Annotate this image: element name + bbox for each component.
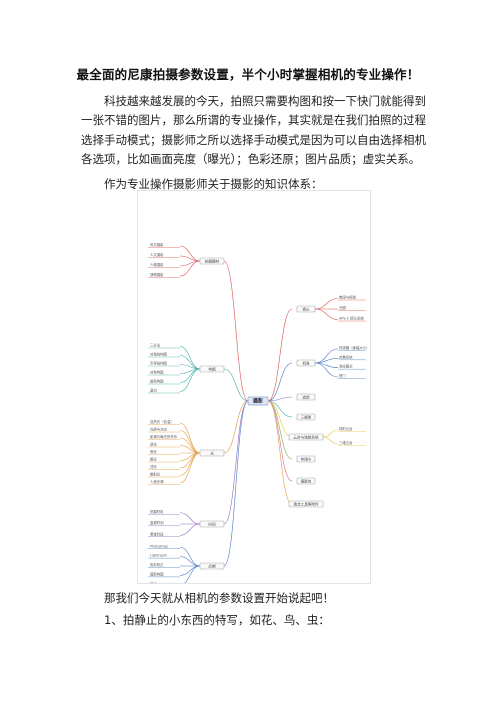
- mindmap-leaf: 影调与曝光的关系: [150, 434, 178, 439]
- mindmap-center: 摄影: [247, 396, 269, 406]
- mindmap-leaf: 输出: [150, 581, 157, 583]
- svg-text:云台与快装系统: 云台与快装系统: [293, 434, 319, 439]
- mindmap-leaf: 引导线构图: [150, 361, 168, 366]
- mindmap-branch: 机身: [296, 359, 316, 367]
- mindmap-leaf: 留白: [150, 388, 157, 393]
- svg-text:滤镜: 滤镜: [302, 394, 310, 399]
- mindmap-leaf: 三维云台: [339, 440, 353, 445]
- svg-text:光: 光: [210, 450, 214, 455]
- mindmap-leaf: 黄金时段: [150, 531, 164, 536]
- svg-text:后期: 后期: [208, 563, 216, 568]
- mindmap-leaf: 散射光: [150, 472, 161, 477]
- mindmap-leaf: 逆光: [150, 442, 157, 447]
- mindmap-leaf: 球形云台: [339, 426, 353, 431]
- svg-text:时间: 时间: [208, 521, 216, 526]
- mindmap-leaf: 侧光: [150, 449, 157, 454]
- svg-text:摄影包: 摄影包: [301, 478, 312, 483]
- mindmap-leaf: 对角线构图: [150, 352, 168, 357]
- knowledge-intro: 作为专业操作摄影师关于摄影的知识体系：: [104, 177, 323, 191]
- svg-text:清洁工具等附件: 清洁工具等附件: [293, 501, 319, 506]
- mindmap-leaf: 人像摄影: [150, 262, 164, 267]
- svg-text:摄影: 摄影: [253, 397, 263, 404]
- article-title: 最全面的尼康拍摄参数设置，半个小时掌握相机的专业操作！: [76, 67, 420, 82]
- mindmap-branch: 构图: [199, 365, 225, 373]
- mindmap-leaf: 蓝调时刻: [150, 520, 164, 525]
- mindmap-leaf: 拍摄时机: [150, 509, 164, 514]
- mindmap-branch: 拍摄题材: [199, 257, 225, 265]
- mindmap-leaf: 测光模式: [339, 364, 353, 369]
- mindmap-leaf: 色彩校正: [150, 562, 164, 567]
- mindmap-leaf: 对焦系统: [339, 354, 353, 359]
- section-heading-1: 1、拍静止的小东西的特写，如花、鸟、虫：: [104, 613, 330, 627]
- start-paragraph: 那我们今天就从相机的参数设置开始说起吧！: [104, 591, 334, 605]
- mindmap-leaf: Lightroom: [150, 554, 168, 558]
- mindmap-leaf: 对称构图: [150, 370, 164, 375]
- svg-text:构图: 构图: [208, 366, 216, 371]
- mindmap-branch: 存储卡: [296, 455, 316, 463]
- mindmap-leaf: 自然光（色温）: [150, 419, 174, 424]
- mindmap-leaf: 框架构图: [150, 379, 164, 384]
- mindmap-leaf: 光质与方向: [150, 427, 168, 432]
- mindmap-leaf: 人造光源: [150, 479, 164, 484]
- svg-text:机身: 机身: [302, 360, 310, 365]
- mindmap-leaf: 静物摄影: [150, 272, 164, 277]
- svg-text:存储卡: 存储卡: [301, 456, 312, 461]
- mindmap-leaf: 光圈: [339, 305, 346, 310]
- mindmap-leaf: APS-C 镜头系统: [339, 316, 364, 321]
- mindmap-branch: 镜头: [296, 305, 316, 313]
- mindmap-branch: 摄影包: [296, 477, 316, 485]
- mindmap-leaf: 传感器（画幅大小）: [339, 345, 370, 350]
- mindmap-branch: 滤镜: [296, 393, 316, 401]
- mindmap-leaf: Photoshop: [150, 544, 168, 548]
- mindmap-leaf: 人文摄影: [150, 252, 164, 257]
- mindmap-leaf: 焦段与视角: [339, 295, 356, 300]
- mindmap-leaf: 风光摄影: [150, 242, 164, 247]
- mindmap-branch: 清洁工具等附件: [288, 500, 324, 508]
- mindmap-branch: 后期: [199, 562, 225, 570]
- mindmap-branch: 三脚架: [296, 413, 316, 421]
- mindmap-leaf: 顺光: [150, 457, 157, 462]
- mindmap-leaf: 顶光: [150, 464, 157, 469]
- intro-paragraph: 科技越来越发展的今天，拍照只需要构图和按一下快门就能得到一张不错的图片，那么所谓…: [81, 94, 426, 167]
- mindmap-branch: 时间: [199, 520, 225, 528]
- mindmap-branch: 云台与快装系统: [288, 433, 324, 441]
- mindmap-image: 风光摄影人文摄影人像摄影静物摄影 拍摄题材三分法对角线构图引导线构图对称构图框架构…: [137, 190, 371, 584]
- mindmap-leaf: 快门: [339, 373, 346, 378]
- svg-text:镜头: 镜头: [302, 306, 310, 311]
- svg-text:三脚架: 三脚架: [301, 414, 312, 419]
- mindmap-branch: 光: [199, 449, 225, 457]
- mindmap-leaf: 三分法: [150, 343, 161, 348]
- mindmap-leaf: 裁剪构图: [150, 571, 164, 576]
- svg-text:拍摄题材: 拍摄题材: [205, 258, 220, 263]
